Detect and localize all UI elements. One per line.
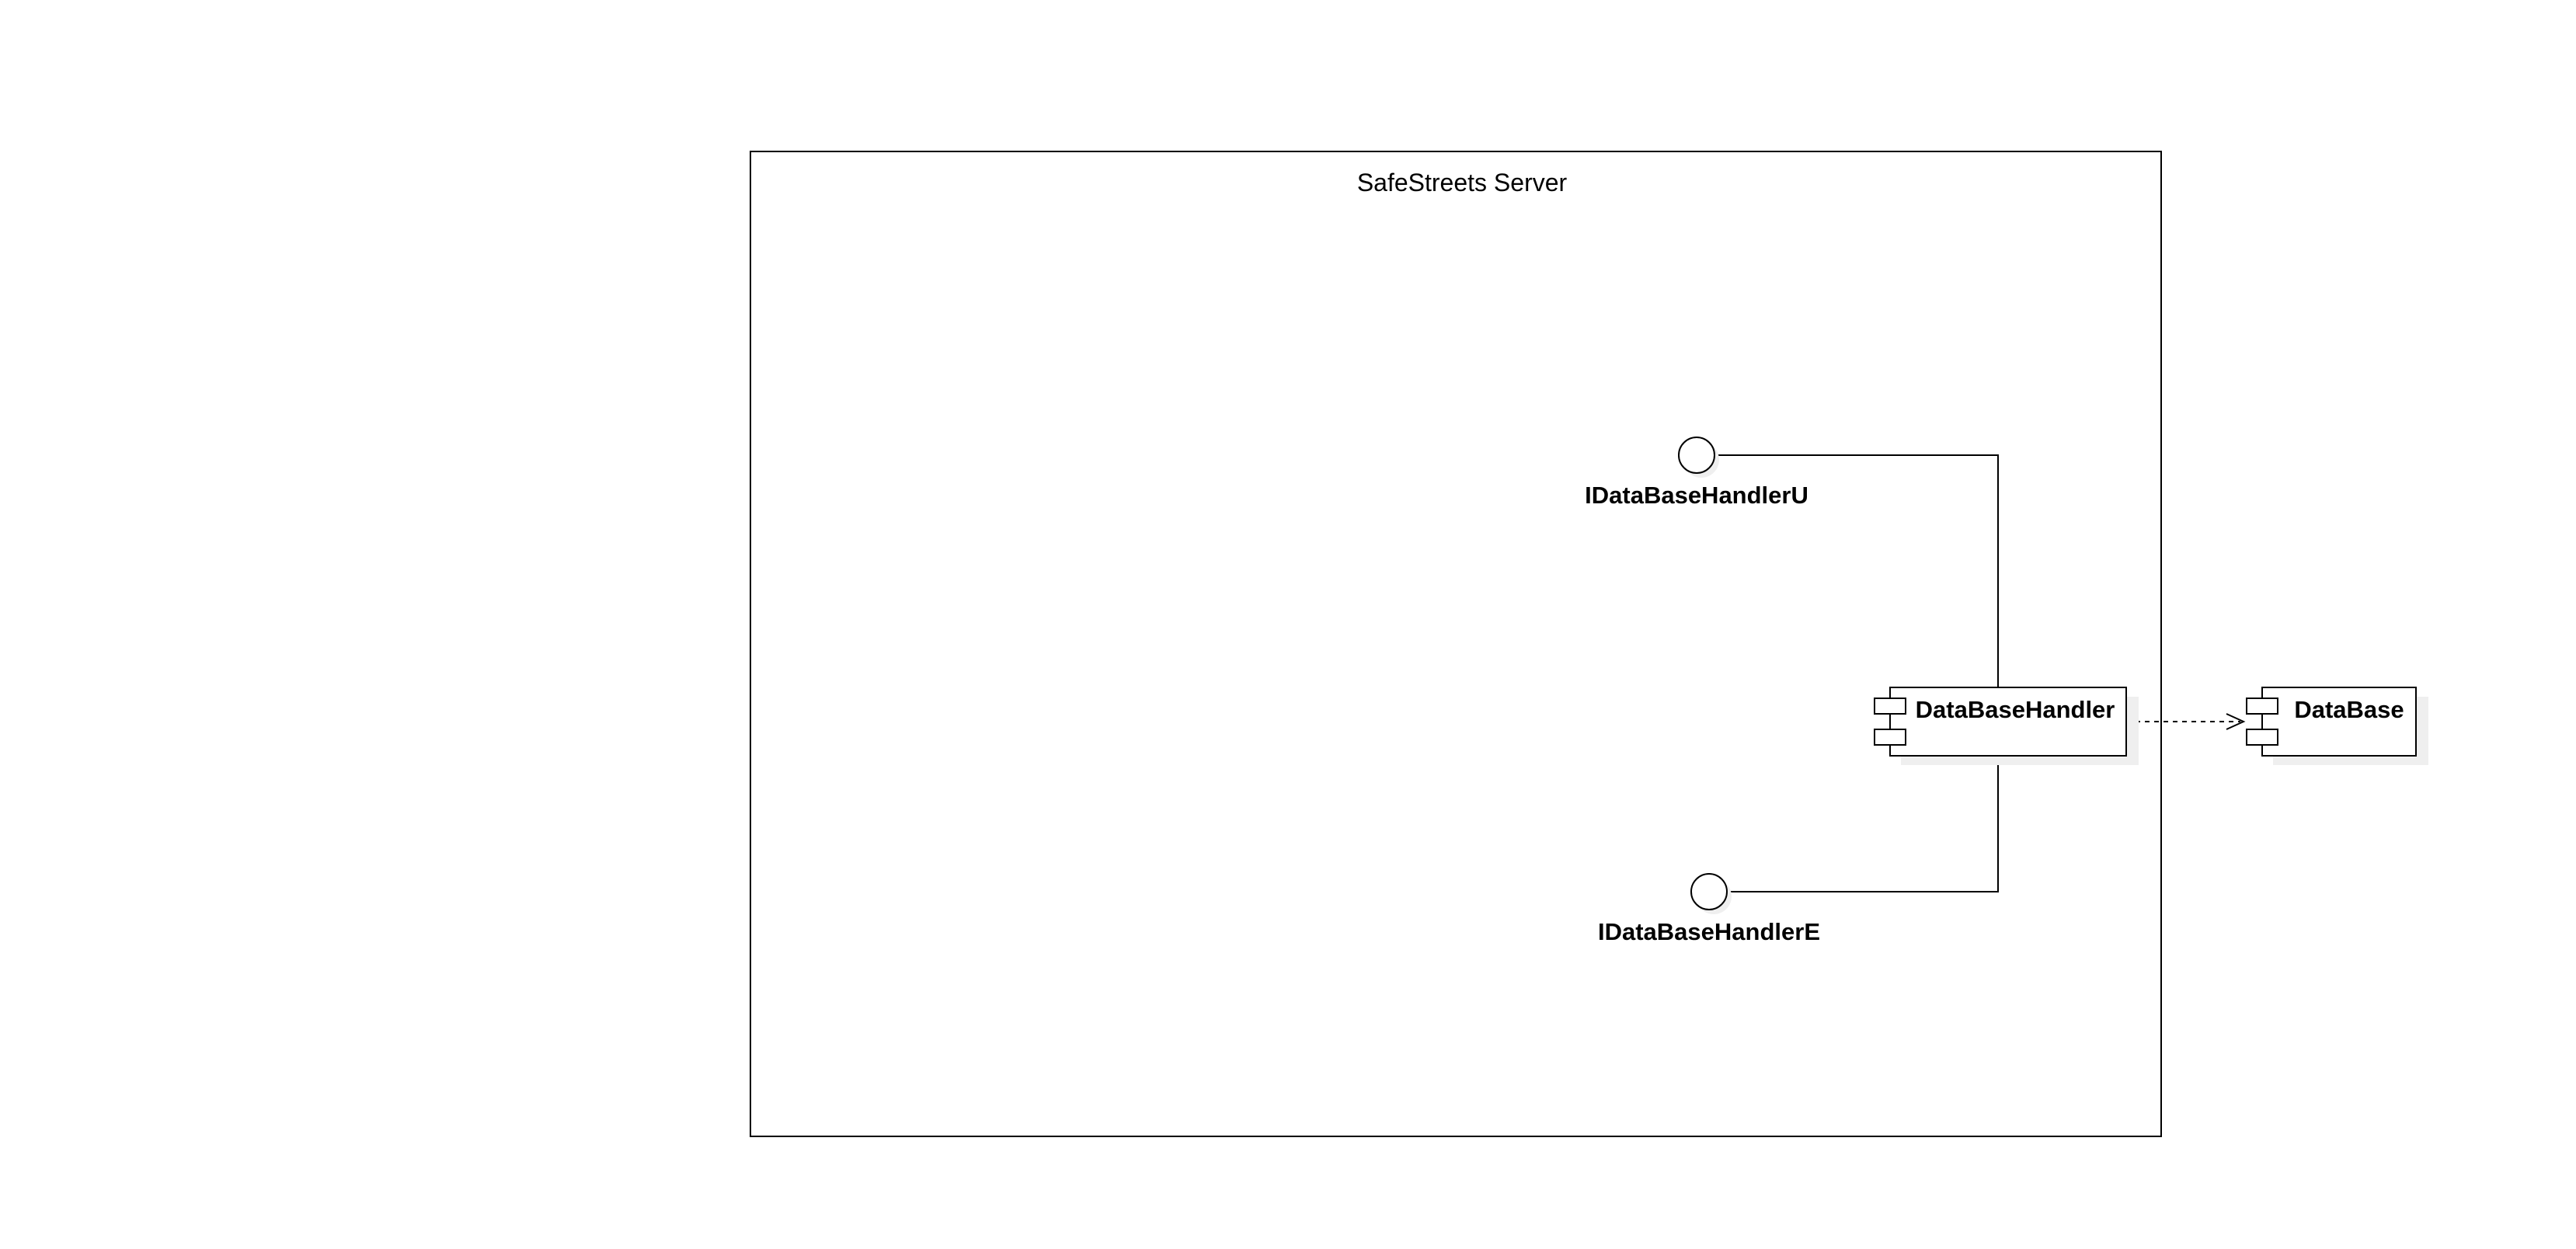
interface-idatabasehandleru: IDataBaseHandlerU (1585, 437, 1808, 509)
interface-lollipop-icon (1678, 437, 1715, 474)
component-box (1889, 687, 2127, 757)
component-box (2261, 687, 2417, 757)
dependency-arrowhead (2226, 713, 2246, 730)
connection-idatabasehandlere-databasehandler (1726, 757, 1999, 892)
component-port-icon (1874, 698, 1906, 715)
server-container-title: SafeStreets Server (1357, 169, 1568, 197)
server-container: SafeStreets Server (750, 151, 2162, 1137)
interface-idatabasehandlere: IDataBaseHandlerE (1598, 873, 1820, 945)
server-container-box (750, 151, 2162, 1137)
component-label: DataBaseHandler (1916, 696, 2115, 723)
interface-lollipop-icon (1690, 873, 1728, 910)
interface-label: IDataBaseHandlerU (1585, 482, 1808, 509)
interface-label: IDataBaseHandlerE (1598, 918, 1820, 945)
component-port-icon (2246, 729, 2278, 746)
component-port-icon (1874, 729, 1906, 746)
component-databasehandler: DataBaseHandler (1874, 687, 2139, 765)
component-database: DataBase (2246, 687, 2428, 765)
component-port-icon (2246, 698, 2278, 715)
connections (1714, 454, 2246, 892)
connection-idatabasehandleru-databasehandler (1714, 454, 1999, 687)
component-label: DataBase (2294, 696, 2404, 723)
